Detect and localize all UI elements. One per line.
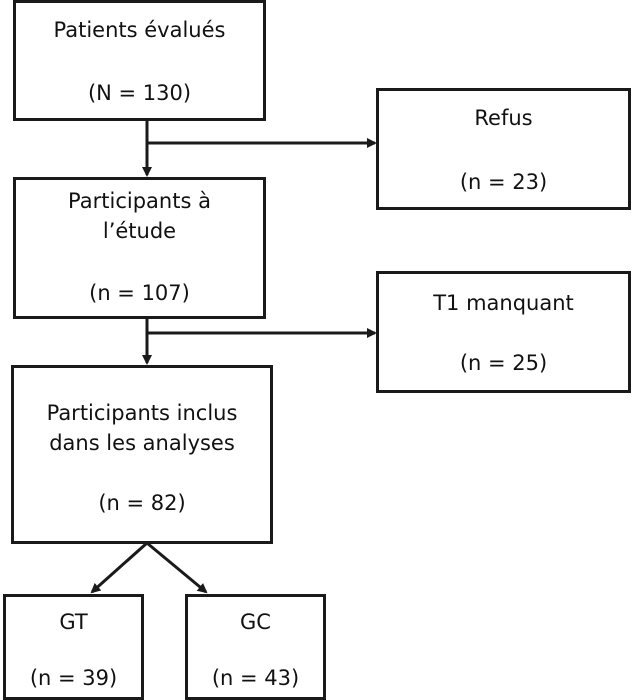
box-patients-evalues: Patients évalués (N = 130) xyxy=(13,0,266,121)
box-count: (n = 107) xyxy=(89,281,190,305)
box-participants-etude: Participants à l’étude (n = 107) xyxy=(13,177,266,319)
box-title: Refus xyxy=(474,106,533,130)
box-title-line2: l’étude xyxy=(102,219,177,243)
box-count: (N = 130) xyxy=(87,81,192,105)
box-participants-inclus: Participants inclus dans les analyses (n… xyxy=(11,365,273,544)
box-title: GT xyxy=(59,610,88,634)
box-title-line1: Participants inclus xyxy=(46,401,238,425)
box-title-line2: dans les analyses xyxy=(49,431,235,455)
box-title: GC xyxy=(240,610,271,634)
box-gc: GC (n = 43) xyxy=(185,594,326,700)
box-count: (n = 23) xyxy=(459,170,548,194)
box-title: T1 manquant xyxy=(433,291,574,315)
box-title-line1: Participants à xyxy=(68,189,211,213)
box-count: (n = 39) xyxy=(29,666,118,690)
arrow-inclus-to-gt xyxy=(90,541,148,594)
box-count: (n = 82) xyxy=(98,491,186,515)
arrow-inclus-to-gc xyxy=(146,541,208,594)
box-count: (n = 43) xyxy=(211,666,300,690)
box-gt: GT (n = 39) xyxy=(3,594,144,700)
box-count: (n = 25) xyxy=(459,351,548,375)
box-title: Patients évalués xyxy=(53,18,226,42)
box-t1-manquant: T1 manquant (n = 25) xyxy=(376,271,631,393)
box-refus: Refus (n = 23) xyxy=(376,88,631,210)
